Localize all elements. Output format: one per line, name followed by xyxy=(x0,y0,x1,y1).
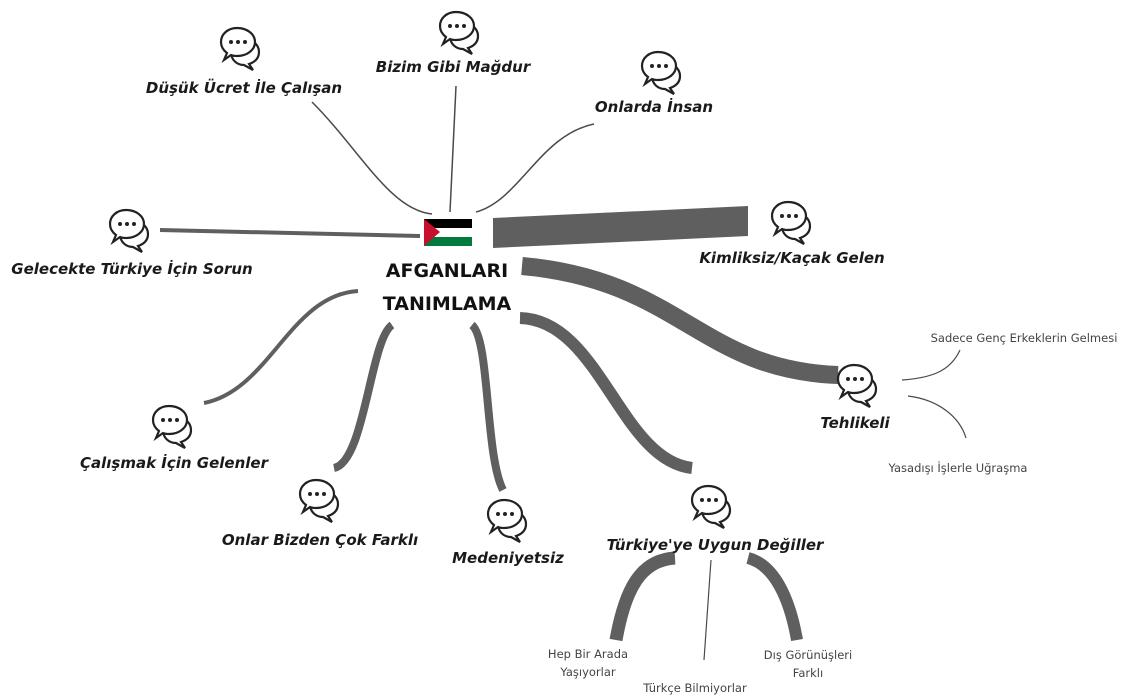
speech-bubbles-icon xyxy=(486,498,528,544)
link-dis-gorunus xyxy=(746,552,803,642)
node-label: Gelecekte Türkiye İçin Sorun xyxy=(11,259,252,278)
link-turkce xyxy=(703,559,712,661)
speech-bubbles-icon xyxy=(108,208,150,254)
link-medeniyetsiz xyxy=(468,321,507,492)
node-calismak: Çalışmak İçin Gelenler xyxy=(80,404,270,472)
speech-bubbles-icon xyxy=(836,363,878,409)
node-onlar-farkli: Onlar Bizden Çok Farklı xyxy=(222,478,418,549)
node-label: Bizim Gibi Mağdur xyxy=(376,58,532,76)
node-bizim-gibi: Bizim Gibi Mağdur xyxy=(376,10,532,76)
subnode-yasadisi: Yasadışı İşlerle Uğraşma xyxy=(888,460,1028,475)
speech-bubbles-icon xyxy=(438,10,480,56)
link-yasadisi xyxy=(907,395,967,439)
link-dusuk-ucret xyxy=(311,101,433,215)
node-label: Onlarda İnsan xyxy=(595,97,713,116)
subnode-hep-bir-arada-1: Hep Bir Arada xyxy=(548,647,628,661)
link-calismak xyxy=(203,289,359,405)
node-label: Türkiye'ye Uygun Değiller xyxy=(607,536,825,554)
speech-bubbles-icon xyxy=(770,200,812,246)
subnode-hep-bir-arada-2: Yaşıyorlar xyxy=(559,665,615,679)
subnode-genc-erkek: Sadece Genç Erkeklerin Gelmesi xyxy=(931,331,1118,345)
link-genc-erkek xyxy=(901,349,961,381)
subnode-dis-gorunus-1: Dış Görünüşleri xyxy=(764,648,852,662)
flag-icon xyxy=(424,219,472,246)
link-gelecekte xyxy=(159,228,421,238)
node-medeniyetsiz: Medeniyetsiz xyxy=(452,498,564,567)
node-kimliksiz: Kimliksiz/Kaçak Gelen xyxy=(699,200,885,267)
speech-bubbles-icon xyxy=(298,478,340,524)
link-kimliksiz-band xyxy=(493,206,748,248)
center-node: AFGANLARI TANIMLAMA xyxy=(383,219,512,315)
links xyxy=(159,85,967,661)
center-title-line2: TANIMLAMA xyxy=(383,293,512,315)
speech-bubbles-icon xyxy=(151,404,193,450)
speech-bubbles-icon xyxy=(219,26,261,72)
link-hep-bir-arada xyxy=(609,551,676,642)
node-label: Çalışmak İçin Gelenler xyxy=(80,453,270,472)
node-turkiye-uygun: Türkiye'ye Uygun Değiller xyxy=(607,484,825,554)
center-title-line1: AFGANLARI xyxy=(386,260,508,282)
node-label: Onlar Bizden Çok Farklı xyxy=(222,531,418,549)
link-turkiye-uygun xyxy=(519,312,694,474)
subnode-turkce: Türkçe Bilmiyorlar xyxy=(642,681,747,695)
node-tehlikeli: Tehlikeli xyxy=(820,363,891,432)
link-bizim-gibi xyxy=(449,85,457,213)
node-label: Tehlikeli xyxy=(820,414,890,432)
link-onlar-farkli xyxy=(332,321,395,472)
speech-bubbles-icon xyxy=(690,484,732,530)
node-onlarda-insan: Onlarda İnsan xyxy=(595,50,713,116)
node-dusuk-ucret: Düşük Ücret İle Çalışan xyxy=(146,26,342,97)
node-label: Kimliksiz/Kaçak Gelen xyxy=(699,249,884,267)
link-onlarda-insan xyxy=(475,123,595,213)
node-gelecekte: Gelecekte Türkiye İçin Sorun xyxy=(11,208,253,278)
speech-bubbles-icon xyxy=(640,50,682,96)
node-label: Düşük Ücret İle Çalışan xyxy=(146,78,342,97)
subnode-dis-gorunus-2: Farklı xyxy=(793,666,823,680)
node-label: Medeniyetsiz xyxy=(452,549,564,567)
link-tehlikeli xyxy=(521,257,839,384)
